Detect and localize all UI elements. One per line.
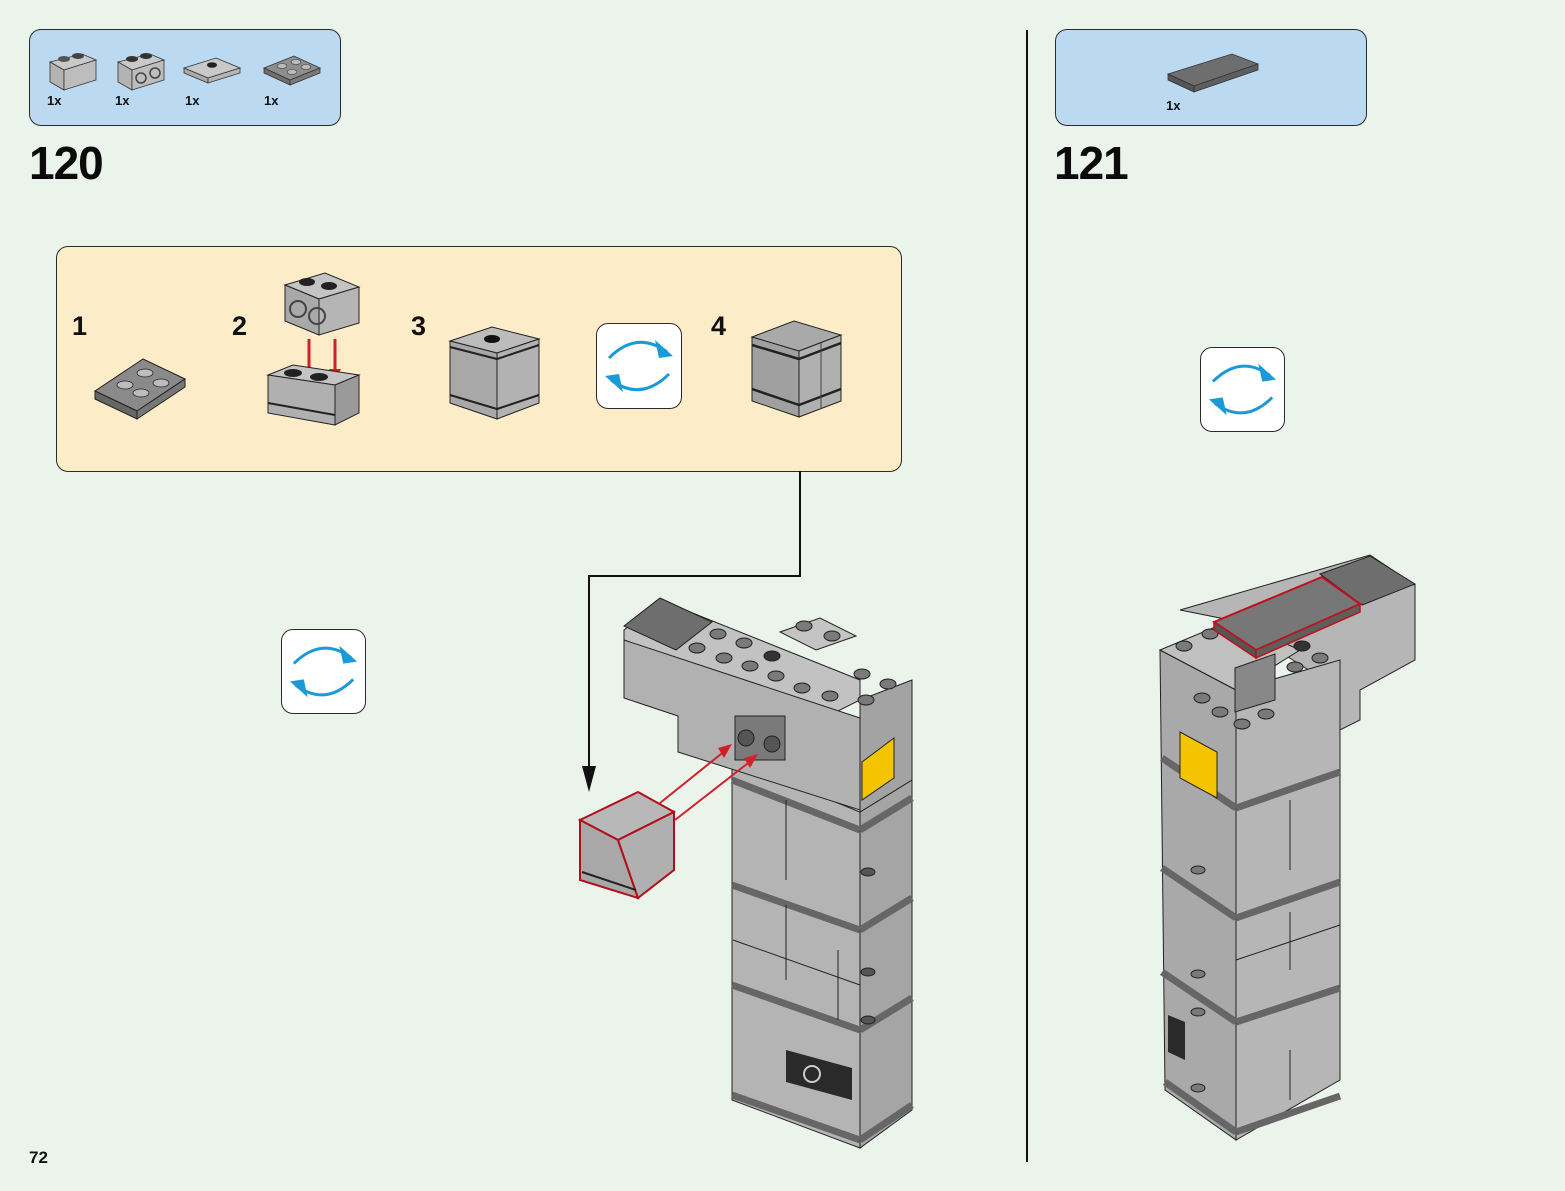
part-qty: 1x	[115, 93, 130, 108]
brick-1x2-with-holes-icon	[116, 53, 166, 91]
plate-2x2-inverted-icon	[262, 55, 322, 86]
substep-number: 3	[411, 311, 427, 341]
step-number: 120	[29, 137, 104, 189]
assembled-block-with-stud-illustration	[448, 326, 541, 420]
tower-model-step-120	[577, 597, 914, 1149]
subassembly-panel: 1 2 3 4	[56, 246, 902, 472]
part-qty: 1x	[264, 93, 279, 108]
brick-insertion-illustration	[266, 272, 361, 426]
rotate-icon	[1200, 347, 1285, 432]
substep-number: 1	[72, 311, 88, 341]
part-qty: 1x	[185, 93, 200, 108]
inverted-plate-illustration	[93, 358, 187, 420]
brick-1x2-icon	[48, 53, 98, 91]
page-number: 72	[29, 1148, 48, 1167]
rotate-icon	[281, 629, 366, 714]
tile-2x4-dark-gray-icon	[1166, 53, 1260, 93]
part-qty: 1x	[47, 93, 62, 108]
parts-panel-step-120: 1x 1x 1x 1x	[29, 29, 341, 126]
tower-model-step-121	[1158, 554, 1417, 1141]
substep-number: 4	[711, 311, 727, 341]
plate-2x2-with-center-stud-icon	[182, 57, 242, 84]
rotate-icon	[596, 323, 682, 409]
substep-number: 2	[232, 311, 248, 341]
page-divider	[1026, 30, 1028, 1162]
part-qty: 1x	[1166, 98, 1181, 113]
completed-block-illustration	[750, 320, 843, 418]
parts-panel-step-121: 1x	[1055, 29, 1367, 126]
step-number: 121	[1054, 137, 1129, 189]
